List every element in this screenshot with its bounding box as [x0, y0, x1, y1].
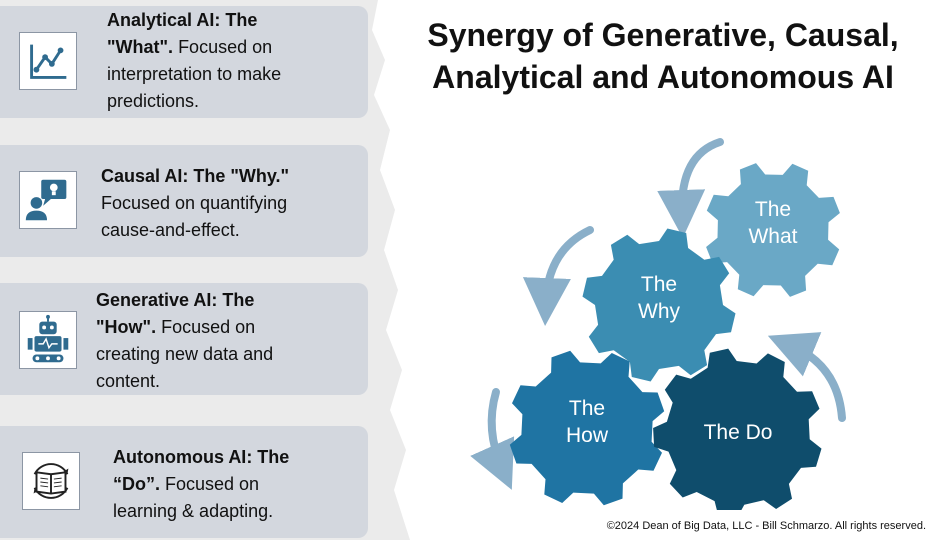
- open-book-cycle-icon: [22, 452, 80, 510]
- gear-what-label-line2: What: [748, 225, 797, 248]
- card-autonomous-ai: Autonomous AI: The “Do”. Focused on lear…: [0, 426, 368, 538]
- card-heading-em: "How".: [96, 317, 157, 337]
- card-heading: Analytical AI: The: [107, 10, 258, 30]
- cycle-arrow-right: [767, 332, 846, 422]
- gear-how-shape: [509, 350, 665, 506]
- gear-what-shape: [706, 163, 840, 297]
- card-desc: learning & adapting.: [113, 501, 274, 521]
- gear-how: The How: [509, 350, 665, 506]
- copyright-notice: ©2024 Dean of Big Data, LLC - Bill Schma…: [606, 520, 926, 532]
- card-analytical-ai: Analytical AI: The "What". Focused on in…: [0, 6, 368, 118]
- card-analytical-text: Analytical AI: The "What". Focused on in…: [107, 7, 281, 115]
- card-causal-text: Causal AI: The "Why." Focused on quantif…: [101, 163, 289, 244]
- card-desc: Focused on: [160, 474, 260, 494]
- torn-paper-background: [0, 0, 410, 540]
- card-heading: Generative AI: The: [96, 290, 255, 310]
- card-autonomous-text: Autonomous AI: The “Do”. Focused on lear…: [113, 444, 289, 525]
- card-desc: predictions.: [107, 91, 200, 111]
- card-heading-em: “Do”.: [113, 474, 160, 494]
- page-title: Synergy of Generative, Causal, Analytica…: [408, 14, 918, 98]
- gear-why-shape: [582, 228, 736, 382]
- card-heading: Autonomous AI: The: [113, 447, 290, 467]
- robot-icon: [19, 311, 77, 369]
- speaker-idea-icon: [19, 171, 77, 229]
- gear-how-label-line2: How: [566, 424, 609, 447]
- card-heading-em: "What".: [107, 37, 174, 57]
- cycle-arrow-bottom-left: [470, 388, 515, 490]
- card-generative-ai: Generative AI: The "How". Focused on cre…: [0, 283, 368, 395]
- card-desc: Focused on: [156, 317, 256, 337]
- card-desc: interpretation to make: [107, 64, 282, 84]
- line-chart-icon: [19, 32, 77, 90]
- gear-do-label: The Do: [704, 421, 773, 444]
- cycle-arrow-top: [657, 138, 724, 238]
- gear-how-label-line1: The: [569, 397, 605, 420]
- gear-why-label-line1: The: [641, 273, 677, 296]
- card-desc: Focused on quantifying: [101, 193, 288, 213]
- card-desc: content.: [96, 371, 161, 391]
- gear-why: The Why: [582, 228, 736, 382]
- gear-do: The Do: [653, 348, 822, 510]
- gear-what: The What: [706, 163, 840, 297]
- card-heading: Causal AI: The "Why.": [101, 166, 290, 186]
- gear-what-label-line1: The: [755, 198, 791, 221]
- cycle-arrow-left: [522, 226, 594, 326]
- title-line-1: Synergy of Generative, Causal,: [427, 17, 899, 53]
- gears-diagram: The What The Why The How The Do: [470, 138, 846, 510]
- card-causal-ai: Causal AI: The "Why." Focused on quantif…: [0, 145, 368, 257]
- title-line-2: Analytical and Autonomous AI: [432, 59, 894, 95]
- card-desc: creating new data and: [96, 344, 274, 364]
- gear-do-shape: [653, 348, 822, 510]
- card-desc: Focused on: [173, 37, 273, 57]
- gear-why-label-line2: Why: [638, 300, 681, 323]
- card-desc: cause-and-effect.: [101, 220, 240, 240]
- card-generative-text: Generative AI: The "How". Focused on cre…: [96, 287, 273, 395]
